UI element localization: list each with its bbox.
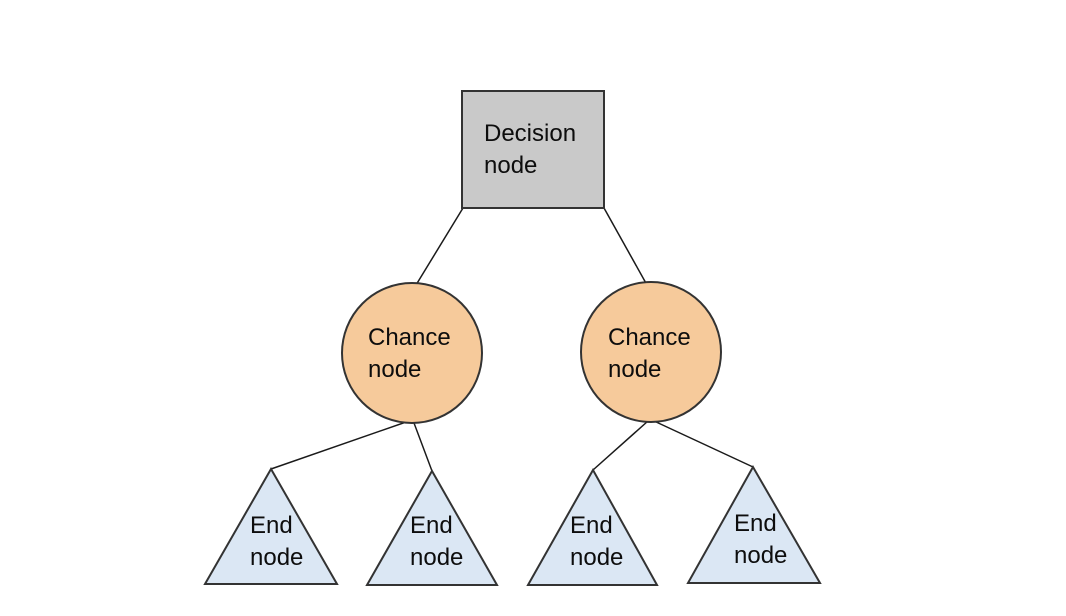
end-node-4-label-line2: node — [734, 542, 788, 569]
end-node-3-label-line1: End — [570, 512, 613, 539]
edge-chance-right-to-end-4 — [653, 420, 754, 468]
edge-decision-to-chance-right — [603, 207, 648, 286]
decision-node-label-line1: Decision — [484, 120, 577, 147]
end-node-1-label: End node — [250, 510, 303, 574]
chance-node-right-label-line2: node — [608, 356, 662, 383]
decision-node-label-line2: node — [484, 152, 538, 179]
end-node-1-shape — [203, 466, 339, 585]
end-node-2-label-line1: End — [410, 512, 453, 539]
edge-chance-left-to-end-1 — [270, 420, 410, 470]
chance-node-left-shape — [341, 282, 483, 424]
chance-node-left-label-line2: node — [368, 356, 422, 383]
chance-node-left-label: Chance node — [368, 322, 451, 386]
chance-node-left-label-line1: Chance — [368, 324, 451, 351]
decision-node-label: Decision node — [484, 118, 576, 182]
end-node-4-label: End node — [734, 508, 787, 572]
end-node-4-label-line1: End — [734, 510, 777, 537]
end-node-2-shape — [365, 468, 499, 586]
end-node-1-label-line2: node — [250, 544, 304, 571]
end-node-3-label-line2: node — [570, 544, 624, 571]
end-node-3-shape — [526, 467, 659, 586]
edge-chance-right-to-end-3 — [592, 420, 649, 471]
end-node-1-label-line1: End — [250, 512, 293, 539]
chance-node-right-label: Chance node — [608, 322, 691, 386]
edge-chance-left-to-end-2 — [413, 422, 433, 472]
edge-group — [270, 207, 754, 472]
edge-decision-to-chance-left — [415, 207, 464, 286]
decision-node-shape — [461, 90, 605, 209]
end-node-3-label: End node — [570, 510, 623, 574]
chance-node-right-label-line1: Chance — [608, 324, 691, 351]
end-node-2-label-line2: node — [410, 544, 464, 571]
end-node-2-label: End node — [410, 510, 463, 574]
end-node-4-shape — [686, 464, 822, 584]
chance-node-right-shape — [580, 281, 722, 423]
